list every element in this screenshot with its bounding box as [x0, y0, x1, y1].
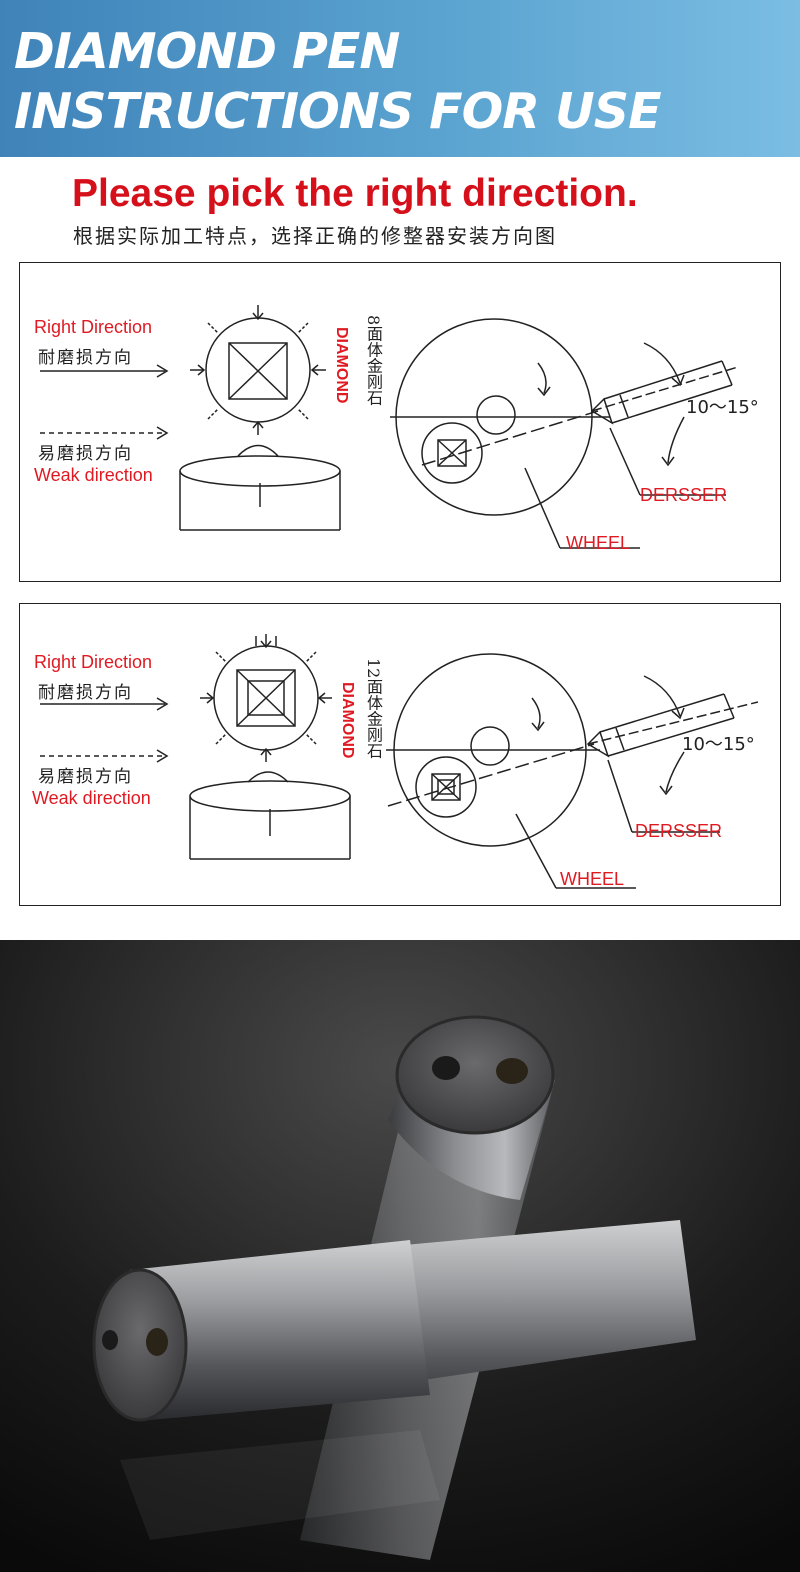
wheel-label: WHEEL — [560, 869, 625, 889]
right-direction-label-cn: 耐磨损方向 — [38, 348, 133, 368]
diagram-drawing — [40, 634, 759, 889]
diamond-label: DIAMOND — [333, 327, 350, 404]
diamond-type-label-cn: 8面体金刚石 — [364, 315, 383, 406]
diamond-type-label-cn: 12面体金刚石 — [364, 658, 383, 759]
weak-direction-label: Weak direction — [32, 788, 151, 808]
weak-direction-label: Weak direction — [34, 465, 153, 485]
diagram-panel-octahedral: Right Direction 耐磨损方向 易磨损方向 Weak directi… — [19, 262, 781, 582]
diagram-drawing — [40, 305, 739, 549]
page-title: DIAMOND PEN INSTRUCTIONS FOR USE — [14, 23, 662, 140]
headline: Please pick the right direction. — [72, 172, 638, 215]
diagram-panel-dodecahedral: Right Direction 耐磨损方向 易磨损方向 Weak directi… — [19, 603, 781, 906]
weak-direction-label-cn: 易磨损方向 — [38, 444, 133, 464]
diamond-pen-photo-illustration — [0, 940, 800, 1572]
weak-direction-label-cn: 易磨损方向 — [38, 767, 133, 787]
right-direction-label: Right Direction — [34, 652, 153, 672]
diamond-label: DIAMOND — [339, 682, 356, 759]
wheel-label: WHEEL — [566, 533, 631, 553]
title-banner: DIAMOND PEN INSTRUCTIONS FOR USE — [0, 0, 800, 157]
product-photo — [0, 940, 800, 1572]
dresser-label: DERSSER — [640, 485, 728, 505]
angle-label: 10～15° — [686, 397, 759, 418]
right-direction-label-cn: 耐磨损方向 — [38, 683, 133, 703]
dresser-label: DERSSER — [635, 821, 723, 841]
angle-label: 10～15° — [682, 734, 755, 755]
right-direction-label: Right Direction — [34, 317, 153, 337]
subheadline-cn: 根据实际加工特点，选择正确的修整器安装方向图 — [73, 224, 557, 248]
